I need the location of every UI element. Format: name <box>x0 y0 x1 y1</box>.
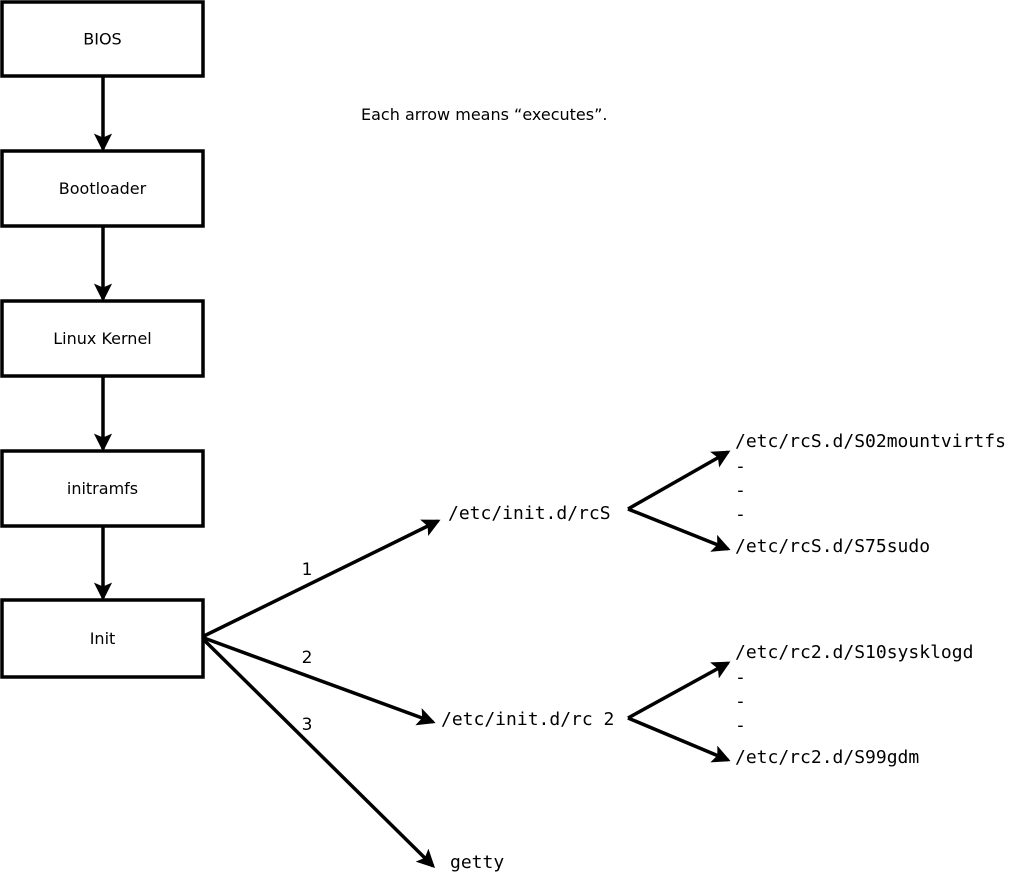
node-box-label-kernel: Linux Kernel <box>53 329 151 348</box>
diagram-caption: Each arrow means “executes”. <box>361 105 607 124</box>
script-label-rcS-scripts-first: /etc/rcS.d/S02mountvirtfs <box>735 431 1006 452</box>
init-branch-arrow-2 <box>203 636 436 726</box>
node-box-rect-init <box>0 598 205 679</box>
init-branch-3: 3 getty <box>202 638 504 873</box>
init-branch-number-2: 2 <box>302 648 313 668</box>
node-box-init[interactable]: Init <box>0 598 205 679</box>
init-branch-target-label-1: /etc/init.d/rcS <box>448 503 611 524</box>
node-box-rect-bios <box>0 0 205 78</box>
script-ellipsis-rc2-scripts-2: - <box>735 715 746 736</box>
init-branch-number-1: 1 <box>302 560 313 580</box>
script-ellipsis-rc2-scripts-0: - <box>735 667 746 688</box>
script-arrow-rcS-scripts-first <box>627 450 731 511</box>
node-box-label-bios: BIOS <box>83 30 121 49</box>
script-arrow-rc2-scripts-first <box>627 661 731 720</box>
script-subgroups-layer: /etc/rcS.d/S02mountvirtfs/etc/rcS.d/S75s… <box>627 431 1006 768</box>
script-ellipsis-rcS-scripts-1: - <box>735 480 746 501</box>
init-branch-target-label-3: getty <box>450 852 504 873</box>
init-branch-arrow-3 <box>202 638 435 868</box>
script-arrow-rcS-scripts-last <box>627 507 731 552</box>
script-ellipsis-rc2-scripts-1: - <box>735 691 746 712</box>
script-group-rcS-scripts: /etc/rcS.d/S02mountvirtfs/etc/rcS.d/S75s… <box>627 431 1006 557</box>
node-box-bios[interactable]: BIOS <box>0 0 205 78</box>
node-box-label-init: Init <box>90 629 116 648</box>
init-branch-number-3: 3 <box>302 715 313 735</box>
node-box-label-bootloader: Bootloader <box>59 179 147 198</box>
node-box-initramfs[interactable]: initramfs <box>0 449 205 528</box>
node-box-kernel[interactable]: Linux Kernel <box>0 299 205 378</box>
script-label-rcS-scripts-last: /etc/rcS.d/S75sudo <box>735 536 930 557</box>
node-box-bootloader[interactable]: Bootloader <box>0 149 205 228</box>
init-branch-arrow-1 <box>203 519 441 638</box>
script-label-rc2-scripts-last: /etc/rc2.d/S99gdm <box>735 747 919 768</box>
script-group-rc2-scripts: /etc/rc2.d/S10sysklogd/etc/rc2.d/S99gdm -… <box>627 642 973 768</box>
script-ellipsis-rcS-scripts-0: - <box>735 456 746 477</box>
node-box-label-initramfs: initramfs <box>67 479 138 498</box>
init-branch-2: 2/etc/init.d/rc 2 <box>203 636 614 730</box>
init-branch-target-label-2: /etc/init.d/rc 2 <box>441 709 614 730</box>
init-branch-1: 1/etc/init.d/rcS <box>203 503 611 638</box>
script-label-rc2-scripts-first: /etc/rc2.d/S10sysklogd <box>735 642 973 663</box>
script-arrow-rc2-scripts-last <box>627 716 731 763</box>
node-box-rect-kernel <box>0 299 205 378</box>
script-ellipsis-rcS-scripts-2: - <box>735 504 746 525</box>
